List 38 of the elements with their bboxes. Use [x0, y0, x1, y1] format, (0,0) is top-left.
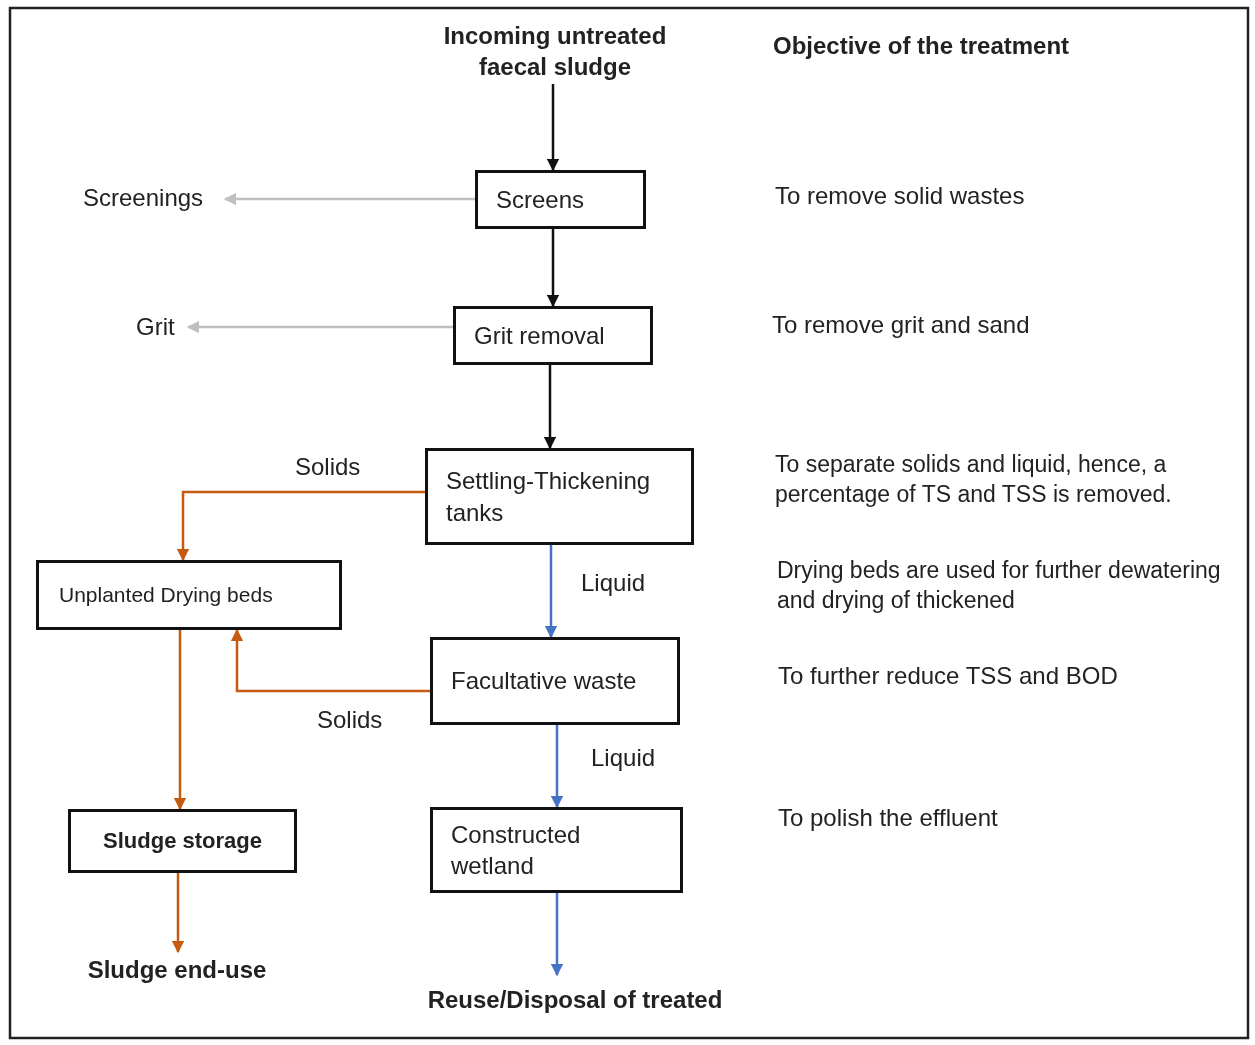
- flow-text: Grit: [136, 309, 188, 345]
- arrow: [546, 84, 560, 172]
- box-text: Settling-Thickening tanks: [446, 466, 652, 528]
- objective-text: Drying beds are used for further dewatering and drying of thickened: [777, 556, 1222, 615]
- flow-text: Sludge end-use: [62, 952, 292, 988]
- process-box: [68, 809, 297, 873]
- column-heading: Objective of the treatment: [773, 31, 1071, 61]
- arrow: [223, 192, 475, 206]
- process-box: [475, 170, 646, 229]
- process-box: [430, 637, 680, 725]
- arrow: [230, 628, 430, 693]
- box-text: Screens: [496, 184, 586, 215]
- arrow: [171, 873, 185, 954]
- arrow: [550, 893, 564, 977]
- objective-text: To remove grit and sand: [772, 310, 1031, 340]
- arrow: [173, 630, 187, 811]
- box-text: Grit removal: [474, 320, 606, 351]
- process-box: [430, 807, 683, 893]
- arrow: [544, 545, 558, 639]
- flow-text: Screenings: [83, 180, 225, 216]
- objective-text: To remove solid wastes: [775, 181, 1026, 211]
- box-text: Facultative waste: [451, 666, 638, 697]
- box-text: Unplanted Drying beds: [59, 582, 274, 609]
- arrow: [550, 725, 564, 809]
- process-box: [453, 306, 653, 365]
- flow-text: Incoming untreated faecal sludge: [420, 18, 690, 84]
- objective-text: To polish the effluent: [778, 803, 999, 833]
- arrow: [546, 229, 560, 308]
- box-text: Constructed wetland: [451, 819, 582, 881]
- flow-text: Reuse/Disposal of treated: [395, 975, 755, 1025]
- process-box: [36, 560, 342, 630]
- box-text: Sludge storage: [102, 826, 263, 855]
- arrow: [186, 320, 453, 334]
- objective-text: To further reduce TSS and BOD: [778, 661, 1119, 691]
- arrow: [543, 365, 557, 450]
- arrow: [176, 490, 425, 562]
- process-box: [425, 448, 694, 545]
- objective-text: To separate solids and liquid, hence, a percentage of TS and TSS is removed.: [775, 450, 1173, 509]
